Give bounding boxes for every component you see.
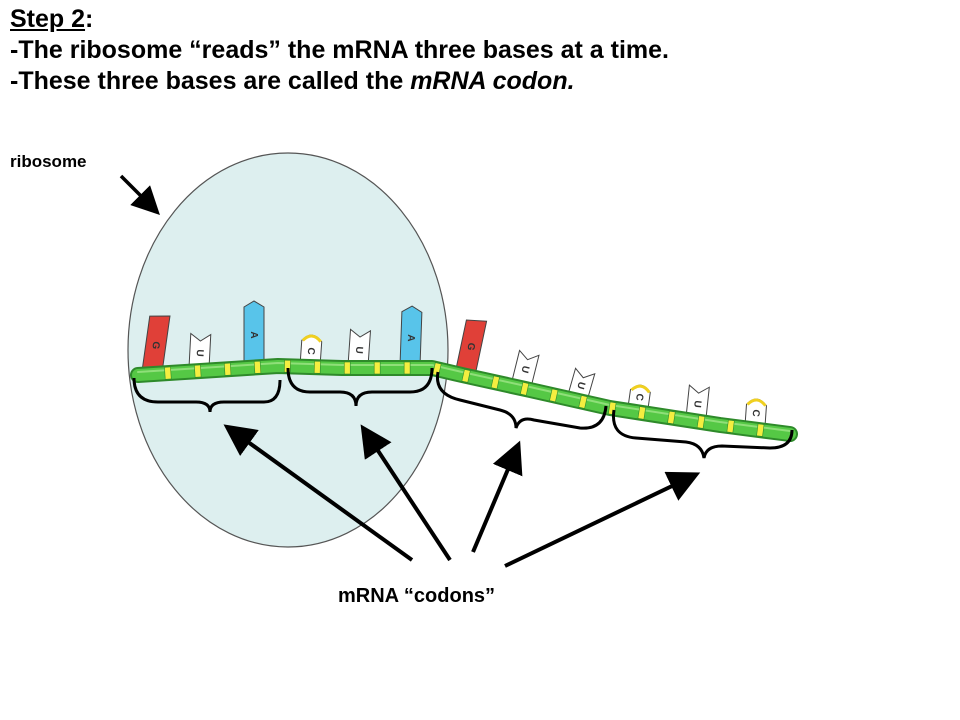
sugar-stripe <box>253 360 262 374</box>
codon-brace-3 <box>435 371 608 430</box>
nucleotide-c-10: C <box>627 384 651 410</box>
nucleotide-letter: U <box>353 346 364 354</box>
codons-label: mRNA “codons” <box>338 585 496 607</box>
sugar-stripe <box>490 375 500 390</box>
sugar-stripe <box>194 364 202 378</box>
sugar-stripe <box>667 410 676 425</box>
codon-4-arrow <box>504 471 701 568</box>
sugar-stripe <box>726 419 735 434</box>
sugar-stripe <box>403 361 411 375</box>
sugar-stripe <box>756 423 765 437</box>
sugar-stripe <box>223 362 232 376</box>
nucleotide-letter: G <box>149 341 161 350</box>
codon-brace-1 <box>132 377 282 413</box>
nucleotide-a-3: A <box>243 300 265 366</box>
ribosome-label: ribosome <box>10 152 87 171</box>
codon-brace-4 <box>611 409 794 459</box>
codon-3-arrow <box>471 440 523 553</box>
title-line-2-emphasis: mRNA codon. <box>410 67 575 95</box>
title-line-2-prefix: -These three bases are called the <box>10 67 411 95</box>
nucleotide-bases: G U A C U A G U U C U C <box>141 300 767 428</box>
nucleotide-letter: C <box>750 409 761 417</box>
nucleotide-a-6: A <box>399 305 423 367</box>
sugar-stripe <box>343 361 351 375</box>
sugar-stripe <box>549 388 559 403</box>
codon-2-arrow <box>360 424 452 562</box>
step-suffix: : <box>85 5 94 33</box>
nucleotide-c-12: C <box>744 398 767 428</box>
sugar-stripes <box>164 359 765 437</box>
nucleotide-letter: G <box>464 341 476 351</box>
slide-title: Step 2: -The ribosome “reads” the mRNA t… <box>10 4 669 97</box>
title-line-1: -The ribosome “reads” the mRNA three bas… <box>10 36 669 64</box>
nucleotide-letter: C <box>305 347 316 355</box>
mrna-backbone <box>130 358 798 442</box>
nucleotide-letter: U <box>574 380 587 390</box>
nucleotide-letter: C <box>633 393 645 402</box>
nucleotide-letter: A <box>248 331 259 338</box>
nucleotide-g-7: G <box>455 319 488 373</box>
nucleotide-letter: U <box>194 349 205 357</box>
sugar-stripe <box>164 366 172 380</box>
sugar-stripe <box>637 406 647 420</box>
nucleotide-letter: A <box>405 334 416 342</box>
ribosome-ellipse <box>127 152 449 548</box>
codon-1-arrow <box>223 424 414 562</box>
sugar-stripe <box>696 415 706 429</box>
nucleotide-letter: U <box>691 400 703 408</box>
nucleotide-letter: U <box>518 364 530 374</box>
nucleotide-c-4: C <box>299 334 323 368</box>
sugar-stripe <box>578 395 588 409</box>
sugar-stripe <box>373 361 381 375</box>
ribosome-pointer-arrow <box>119 174 160 215</box>
sugar-stripe <box>313 360 321 374</box>
sugar-stripe <box>461 369 471 383</box>
step-label: Step 2 <box>10 5 86 33</box>
codon-brace-2 <box>286 367 434 407</box>
sugar-stripe <box>519 381 530 396</box>
